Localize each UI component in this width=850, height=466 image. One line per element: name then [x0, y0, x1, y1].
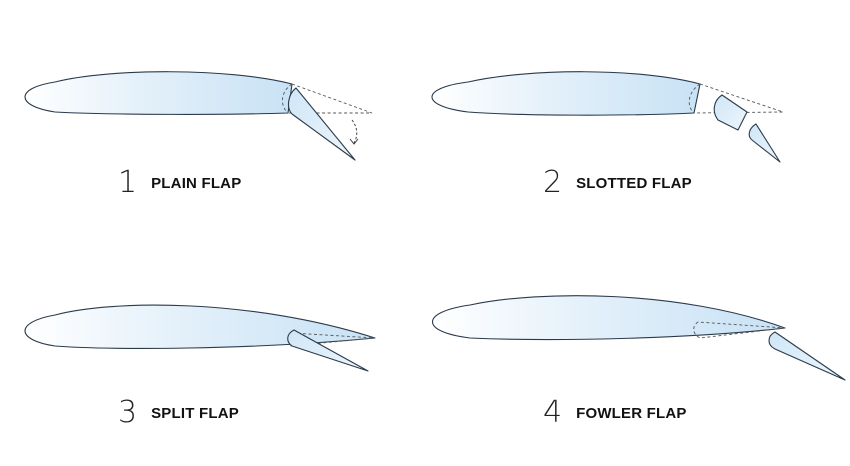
slotted-flap-aft-flap — [748, 123, 781, 163]
slotted-flap-vane — [713, 94, 748, 131]
plain-flap-arrowhead — [349, 138, 359, 145]
plain-flap-deflected — [287, 87, 356, 161]
fowler-flap-extended — [768, 331, 846, 381]
plain-flap-hinge-arc — [282, 83, 293, 114]
slotted-flap-main-wing — [431, 71, 701, 116]
panel-label: FOWLER FLAP — [576, 404, 687, 422]
plain-flap-drawing — [24, 71, 373, 161]
split-flap-drawing — [24, 304, 376, 372]
panel-label: SLOTTED FLAP — [576, 174, 692, 192]
panel-number: 3 — [118, 395, 138, 430]
fowler-flap-main-wing — [432, 295, 786, 341]
split-flap-deflected — [287, 329, 369, 372]
fowler-flap-drawing — [432, 295, 846, 381]
panel-number: 1 — [118, 165, 138, 200]
caption-plain-flap: 1 PLAIN FLAP — [118, 168, 241, 198]
panel-label: PLAIN FLAP — [151, 174, 242, 192]
caption-slotted-flap: 2 SLOTTED FLAP — [543, 168, 692, 198]
panel-number: 2 — [543, 165, 563, 200]
slotted-flap-hinge-arc — [688, 83, 701, 114]
slotted-flap-retracted-outline — [693, 83, 784, 114]
caption-split-flap: 3 SPLIT FLAP — [118, 398, 239, 428]
slotted-flap-drawing — [431, 71, 784, 163]
plain-flap-main-wing — [24, 71, 293, 115]
fowler-flap-retracted-outline — [693, 321, 786, 339]
plain-flap-deflection-arrow — [351, 119, 358, 144]
panel-label: SPLIT FLAP — [151, 404, 239, 422]
caption-fowler-flap: 4 FOWLER FLAP — [543, 398, 687, 428]
panel-number: 4 — [543, 395, 563, 430]
split-flap-main-wing — [24, 304, 376, 349]
plain-flap-retracted-outline — [288, 83, 373, 114]
